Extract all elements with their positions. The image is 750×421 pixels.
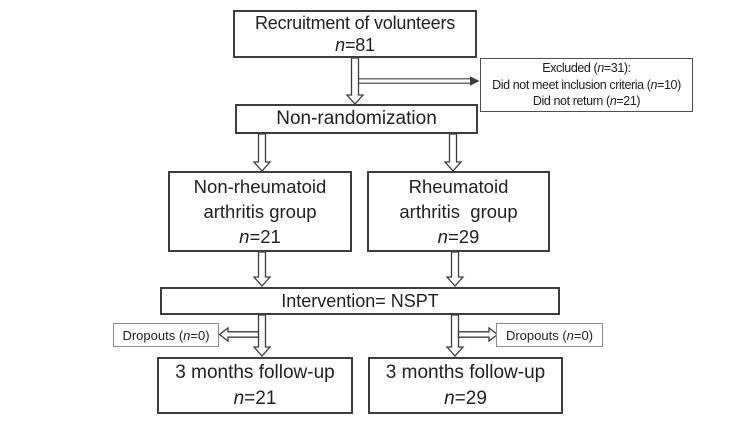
intervention-title: Intervention= NSPT (281, 290, 439, 311)
nonra-group-line2: arthritis group (203, 201, 317, 222)
box-dropouts-left: Dropouts (n=0) (113, 323, 219, 347)
arrow-down-intervention-to-followup-left-icon (252, 314, 272, 357)
followup-left-title: 3 months follow-up (175, 361, 335, 383)
followup-right-n-count: n=29 (444, 387, 487, 409)
box-non-randomization: Non-randomization (235, 104, 478, 134)
ra-group-line1: Rheumatoid (408, 176, 509, 197)
arrow-left-to-dropouts-icon (218, 326, 260, 343)
ra-group-line2: arthritis group (399, 201, 518, 222)
recruitment-title: Recruitment of volunteers (254, 13, 456, 33)
arrow-right-to-excluded-icon (470, 76, 480, 86)
dropouts-left-label: Dropouts (n=0) (122, 327, 210, 343)
arrow-down-nonrandomization-to-nonra-group-icon (252, 133, 272, 172)
non-randomization-title: Non-randomization (276, 108, 437, 129)
dropouts-right-label: Dropouts (n=0) (505, 327, 594, 343)
arrow-down-nonrandomization-to-ra-group-icon (443, 133, 463, 172)
arrow-down-nonra-group-to-intervention-icon (252, 251, 272, 287)
nonra-group-line1: Non-rheumatoid (193, 176, 327, 197)
recruitment-n-count: n=81 (335, 35, 375, 55)
ra-group-n-count: n=29 (437, 226, 480, 247)
excluded-reason-inclusion-criteria: Did not meet inclusion criteria (n=10) (492, 77, 681, 92)
excluded-reason-did-not-return: Did not return (n=21) (532, 94, 641, 109)
nonra-group-n-count: n=21 (239, 226, 281, 247)
box-intervention-nspt: Intervention= NSPT (160, 287, 560, 315)
box-excluded: Excluded (n=31): Did not meet inclusion … (480, 58, 693, 112)
box-followup-left: 3 months follow-up n=21 (157, 357, 353, 414)
followup-left-n-count: n=21 (233, 387, 277, 409)
box-dropouts-right: Dropouts (n=0) (496, 323, 603, 347)
box-recruitment-of-volunteers: Recruitment of volunteers n=81 (233, 10, 477, 58)
arrow-right-to-dropouts-icon (457, 326, 499, 343)
arrow-down-ra-group-to-intervention-icon (445, 251, 465, 287)
connector-branch-to-excluded-icon (358, 78, 470, 84)
box-followup-right: 3 months follow-up n=29 (368, 357, 563, 414)
followup-right-title: 3 months follow-up (385, 361, 546, 383)
arrow-down-intervention-to-followup-right-icon (445, 314, 465, 357)
box-non-rheumatoid-arthritis-group: Non-rheumatoid arthritis group n=21 (168, 171, 352, 252)
box-rheumatoid-arthritis-group: Rheumatoid arthritis group n=29 (367, 171, 550, 252)
excluded-title: Excluded (n=31): (542, 61, 631, 76)
arrow-down-recruitment-to-nonrandomization-icon (345, 57, 365, 105)
